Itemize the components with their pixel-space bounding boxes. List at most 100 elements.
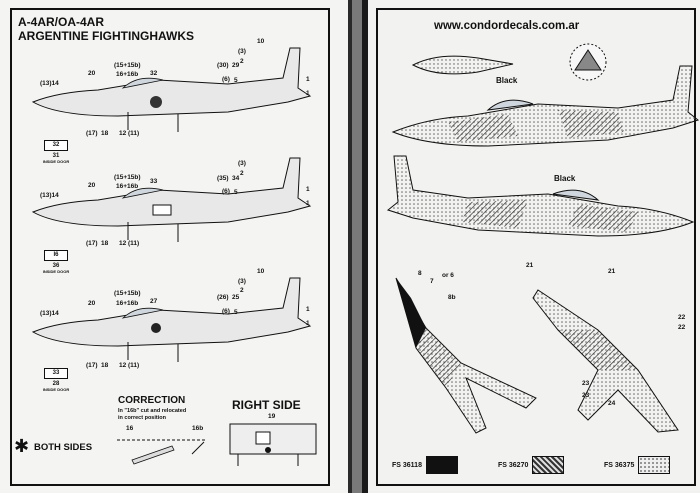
door-text-2: INSIDE DOOR — [42, 269, 70, 274]
label-a1-17: (17) — [86, 130, 98, 137]
camo-side-view-1 — [391, 65, 700, 147]
label-a2-5: 5 — [234, 189, 238, 196]
website-url: www.condordecals.com.ar — [434, 20, 580, 32]
plan-view-top — [395, 277, 537, 434]
label-a2-18: 18 — [101, 240, 109, 247]
label-a2-33: 33 — [150, 178, 158, 185]
label-a1-12: 12 — [119, 130, 127, 137]
label-a3-6: (6) — [222, 308, 230, 315]
door-box-3: 33 — [44, 368, 68, 379]
label-a1-29: 29 — [232, 62, 240, 69]
door-text-1: INSIDE DOOR — [42, 159, 70, 164]
label-a3-18: 18 — [101, 362, 109, 369]
correction-line1: In "16b" cut and relocated — [118, 408, 187, 414]
label-a2-35: (35) — [217, 175, 229, 182]
label-a1-20: 20 — [88, 70, 96, 77]
title-model: A-4AR/OA-4AR — [18, 15, 105, 29]
drop-tank-view — [411, 55, 514, 75]
plan-label-21a: 21 — [526, 262, 534, 269]
aircraft-profile-1 — [31, 47, 312, 132]
label-a3-11: (11) — [128, 362, 140, 369]
correction-label-16: 16 — [126, 425, 134, 432]
plan-label-or6: or 6 — [442, 272, 454, 279]
label-a3-13: (13)14 — [40, 310, 59, 317]
right-page-frame — [376, 8, 696, 486]
right-side-label-19: 19 — [268, 413, 276, 420]
both-sides-note: BOTH SIDES — [34, 442, 93, 453]
label-a3-2: 2 — [240, 287, 244, 294]
correction-label-16b: 16b — [192, 425, 204, 432]
plan-label-24: 24 — [608, 400, 616, 407]
plan-label-8: 8 — [418, 270, 422, 277]
aircraft-profile-3 — [31, 277, 312, 362]
label-a2-13: (13)14 — [40, 192, 59, 199]
label-a1-1b: 1 — [306, 90, 310, 97]
label-a2-1b: 1 — [306, 200, 310, 207]
left-instruction-page: A-4AR/OA-4AR ARGENTINE FIGHTINGHAWKS (13… — [0, 0, 352, 493]
label-a1-11: (11) — [128, 130, 140, 137]
label-a1-30: (30) — [217, 62, 229, 69]
label-a1-3: (3) — [238, 48, 246, 55]
label-a2-6: (6) — [222, 188, 230, 195]
label-a1-1a: 1 — [306, 76, 310, 83]
label-a1-16: 16+16b — [116, 71, 139, 78]
inside-door-3: 33 28 INSIDE DOOR — [40, 368, 72, 392]
label-a1-18: 18 — [101, 130, 109, 137]
swatch-fs36375-chip — [638, 456, 671, 474]
swatch-fs36118: FS 36118 — [392, 456, 458, 474]
swatch-fs36270: FS 36270 — [498, 456, 565, 474]
label-a1-5: 5 — [234, 77, 238, 84]
plan-label-22a: 22 — [678, 314, 686, 321]
label-a2-12: 12 — [119, 240, 127, 247]
label-a3-26: (26) — [217, 294, 229, 301]
door-box-2: I6 — [44, 250, 68, 261]
right-side-diagram — [229, 423, 317, 466]
label-a1-2: 2 — [240, 58, 244, 65]
label-a3-3: (3) — [238, 278, 246, 285]
right-instruction-page: www.condordecals.com.ar Black Black — [362, 0, 700, 493]
label-a3-25: 25 — [232, 294, 240, 301]
label-a2-1a: 1 — [306, 186, 310, 193]
label-a1-32: 32 — [150, 70, 158, 77]
black-label-1: Black — [496, 76, 518, 85]
label-a1-10: 10 — [257, 38, 265, 45]
plan-label-8b: 8b — [448, 294, 456, 301]
label-a3-10: 10 — [257, 268, 265, 275]
asterisk-icon: ✱ — [14, 436, 30, 456]
label-a3-20: 20 — [88, 300, 96, 307]
correction-heading: CORRECTION — [118, 395, 186, 406]
label-a3-5: 5 — [234, 309, 238, 316]
label-a3-27: 27 — [150, 298, 158, 305]
label-a2-3: (3) — [238, 160, 246, 167]
inside-door-1: 32 31 INSIDE DOOR — [40, 140, 72, 164]
door-text-3: INSIDE DOOR — [42, 387, 70, 392]
camo-side-view-2 — [386, 155, 695, 237]
door-box-1: 32 — [44, 140, 68, 151]
label-a3-16: 16+16b — [116, 300, 139, 307]
label-a3-12: 12 — [119, 362, 127, 369]
swatch-fs36118-chip — [425, 456, 458, 474]
plan-label-7: 7 — [430, 278, 434, 285]
label-a1-6: (6) — [222, 76, 230, 83]
swatch-fs36375: FS 36375 — [604, 456, 671, 474]
swatch-fs36270-chip — [532, 456, 565, 474]
plan-view-bottom — [532, 289, 679, 433]
door-num-2: 36 — [52, 263, 60, 269]
left-page-frame — [10, 8, 330, 486]
label-a2-34: 34 — [232, 175, 240, 182]
door-num-1: 31 — [52, 153, 60, 159]
label-a2-20: 20 — [88, 182, 96, 189]
plan-label-9: 9 — [406, 300, 410, 307]
plan-label-23b: 23 — [582, 392, 590, 399]
label-a2-17: (17) — [86, 240, 98, 247]
label-a1-13: (13)14 — [40, 80, 59, 87]
aircraft-profile-2 — [31, 157, 312, 242]
label-a2-16: 16+16b — [116, 183, 139, 190]
swatch-fs36118-code: FS 36118 — [392, 461, 422, 469]
swatch-fs36270-code: FS 36270 — [498, 461, 529, 469]
label-a2-15: (15+15b) — [114, 174, 141, 181]
label-a3-1a: 1 — [306, 306, 310, 313]
plan-label-21b: 21 — [608, 268, 616, 275]
label-a1-15: (15+15b) — [114, 62, 141, 69]
inside-door-2: I6 36 INSIDE DOOR — [40, 250, 72, 274]
